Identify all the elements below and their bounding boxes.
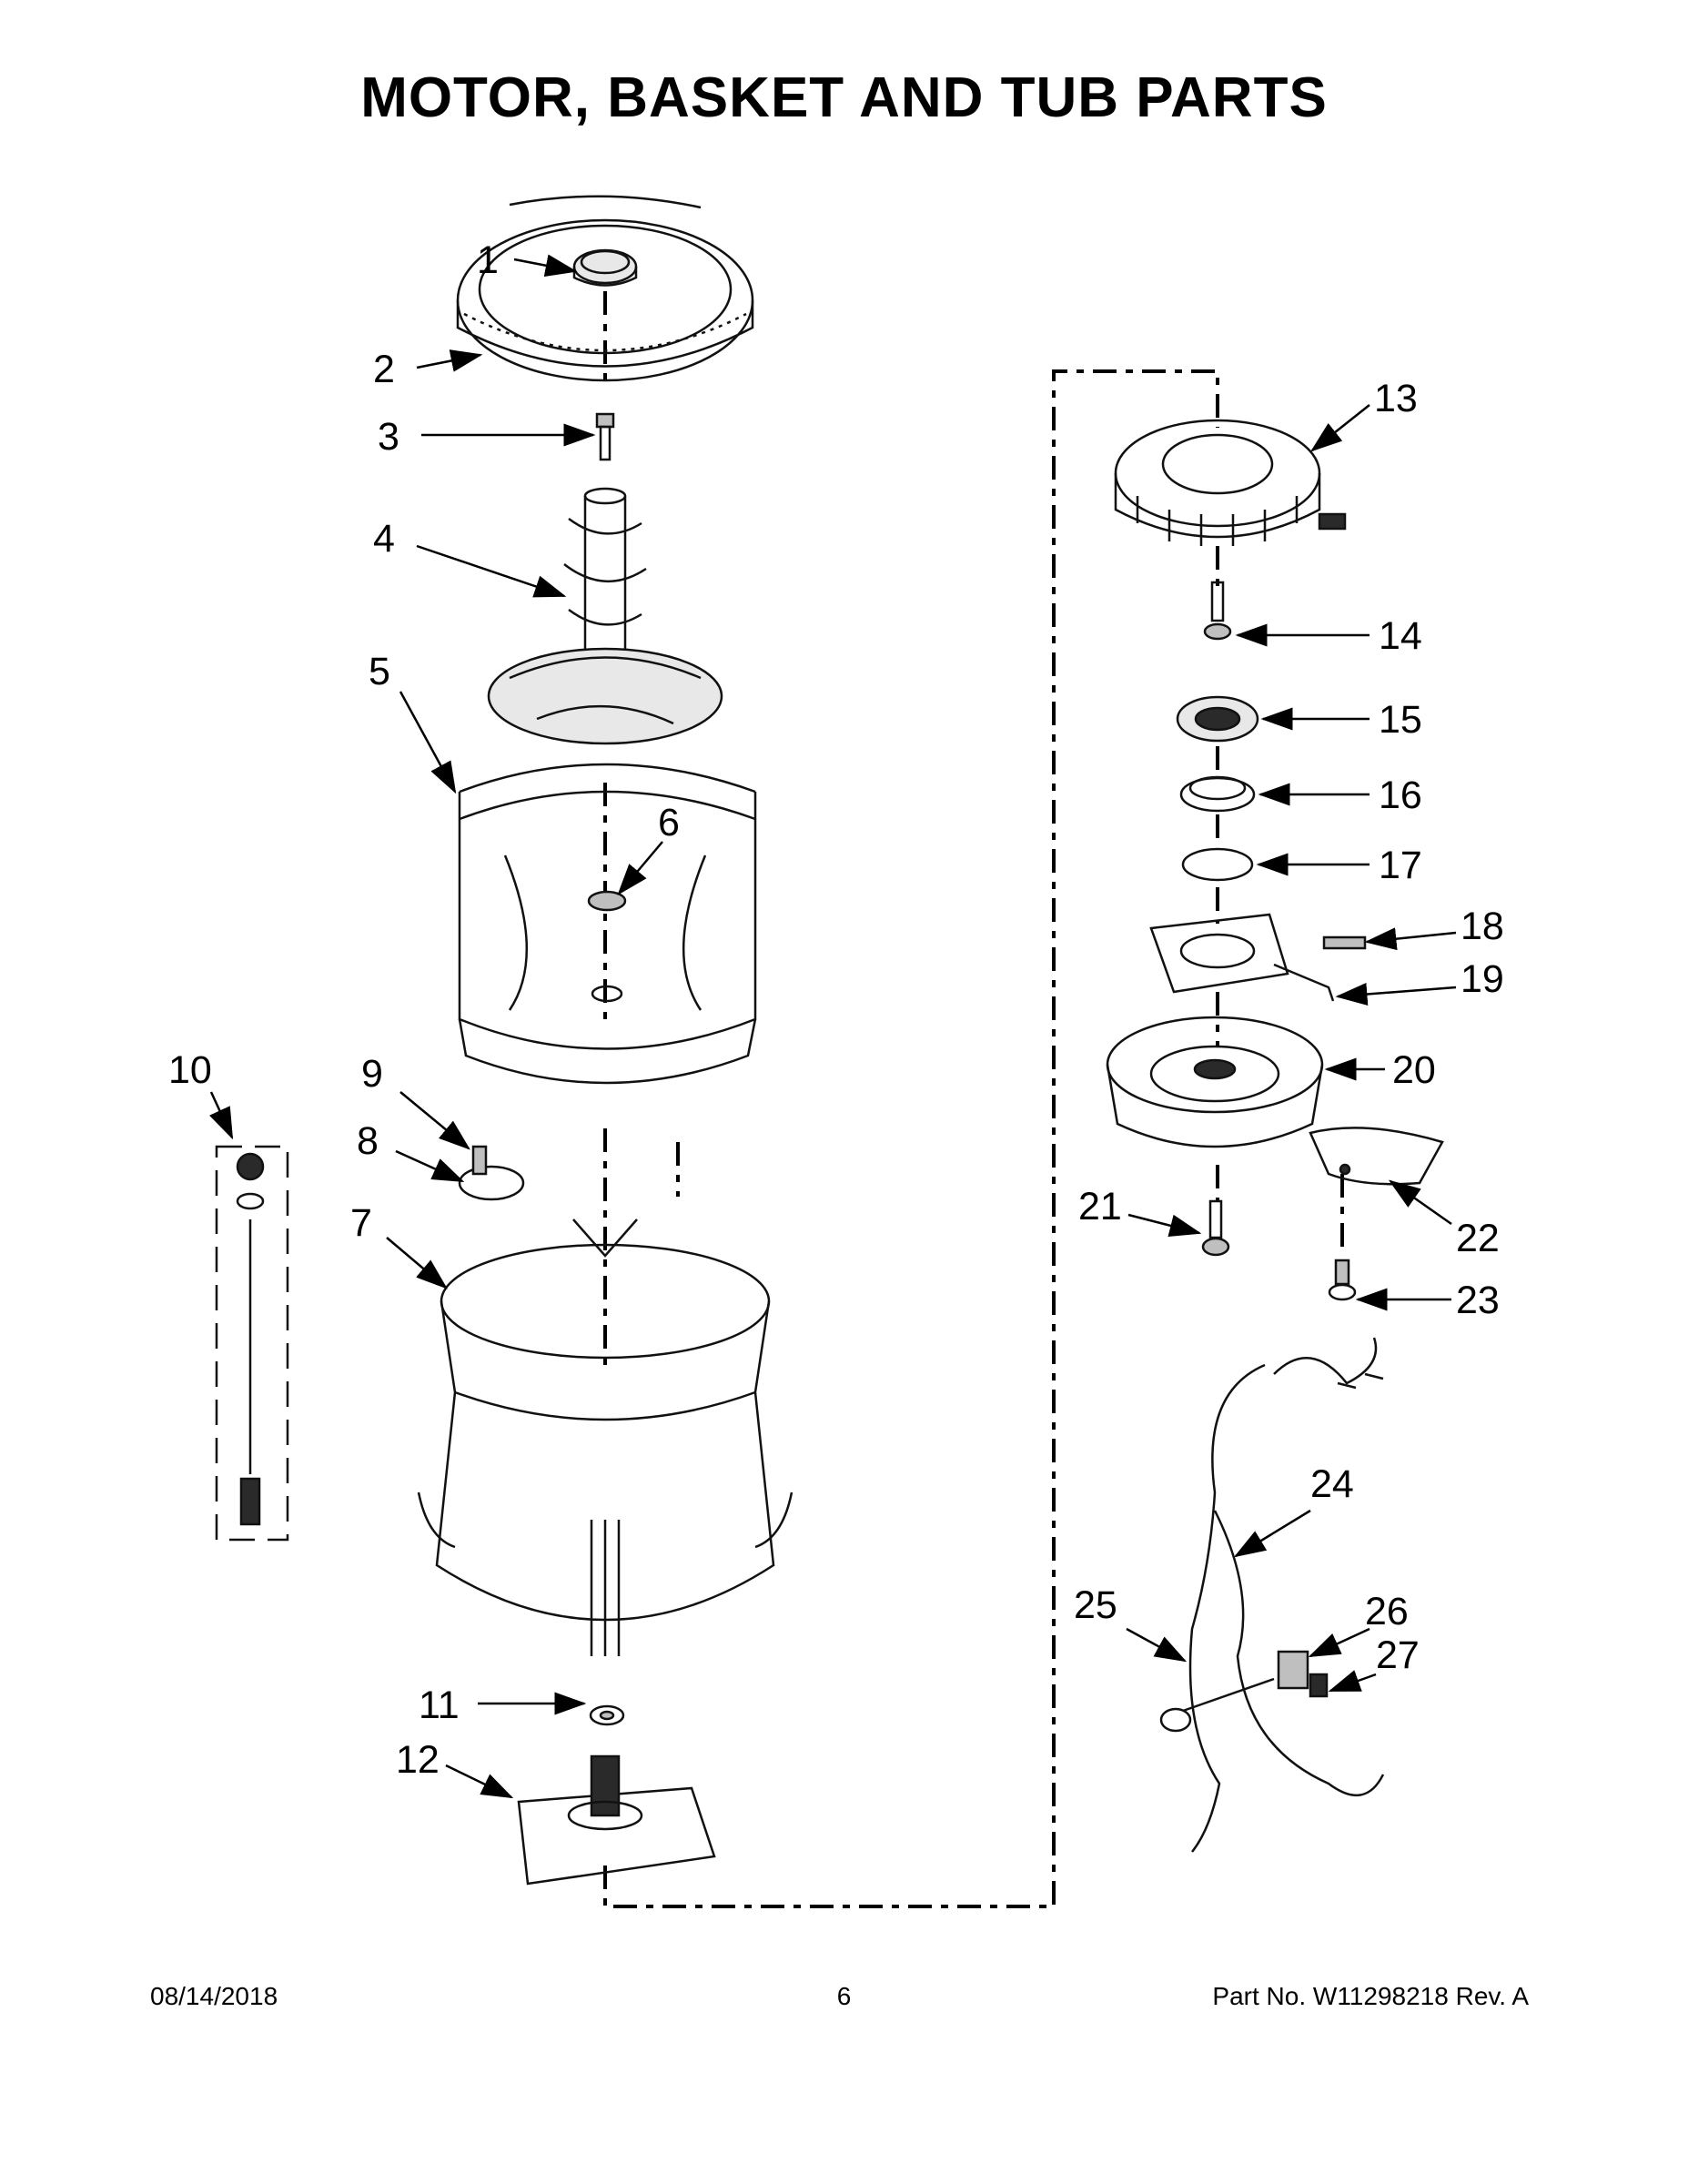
- footer-date: 08/14/2018: [150, 1982, 278, 2010]
- callout-24: 24: [1310, 1462, 1354, 1506]
- rotor: [1106, 1016, 1324, 1148]
- callout-7: 7: [350, 1201, 372, 1245]
- callout-11: 11: [419, 1684, 460, 1727]
- impeller-auger: [563, 487, 647, 655]
- callout-13: 13: [1374, 377, 1418, 420]
- callout-2: 2: [373, 348, 395, 391]
- callout-8: 8: [357, 1119, 379, 1163]
- footer-page-number: 6: [836, 1982, 852, 2010]
- wash-basket: [458, 647, 757, 1085]
- wire-harness: [1159, 1337, 1385, 1853]
- leader-lines: [209, 254, 1457, 1799]
- wire-shield: [1309, 1127, 1444, 1186]
- callout-5: 5: [369, 650, 390, 693]
- tub-cover-screw: [458, 1145, 525, 1201]
- stator-bolt: [1203, 581, 1232, 641]
- callout-labels: 1 2 3 4 5 6 7 8 9 10 11 12 13 14 15 16 1…: [168, 238, 1504, 1782]
- callout-12: 12: [396, 1738, 440, 1782]
- basket-nut: [587, 890, 627, 1003]
- page-title: MOTOR, BASKET AND TUB PARTS: [360, 66, 1328, 129]
- callout-21: 21: [1078, 1185, 1122, 1228]
- bearing: [1176, 695, 1259, 743]
- basket-bolt: [595, 412, 615, 461]
- hub-washer: [589, 1704, 625, 1726]
- callout-22: 22: [1456, 1217, 1500, 1260]
- shield-screw: [1328, 1259, 1357, 1301]
- callout-26: 26: [1365, 1590, 1409, 1633]
- callout-10: 10: [168, 1048, 212, 1092]
- callout-19: 19: [1461, 957, 1504, 1001]
- rotor-bolt: [1201, 1199, 1230, 1257]
- outer-tub: [417, 1218, 793, 1656]
- callout-4: 4: [373, 517, 395, 561]
- callout-23: 23: [1456, 1279, 1500, 1322]
- snap-ring: [1181, 847, 1254, 882]
- footer-part-number: Part No. W11298218 Rev. A: [1212, 1982, 1529, 2010]
- callout-25: 25: [1074, 1583, 1117, 1627]
- basket-cap: [572, 248, 638, 287]
- callout-15: 15: [1379, 698, 1422, 742]
- seal: [1179, 775, 1256, 813]
- bracket-screw: [1322, 935, 1367, 950]
- gearcase-base: [517, 1754, 716, 1886]
- callout-1: 1: [477, 238, 499, 282]
- callout-14: 14: [1379, 614, 1422, 658]
- callout-20: 20: [1392, 1048, 1436, 1092]
- callout-27: 27: [1376, 1633, 1420, 1677]
- rotor-position-bracket: [1149, 913, 1335, 1002]
- callout-18: 18: [1461, 905, 1504, 948]
- callout-9: 9: [361, 1052, 383, 1096]
- suspension-rod: [215, 1145, 289, 1542]
- stator: [1114, 419, 1347, 546]
- callout-3: 3: [378, 415, 399, 459]
- balance-ring: [456, 195, 754, 382]
- callout-16: 16: [1379, 774, 1422, 817]
- callout-6: 6: [658, 801, 680, 844]
- motor-connection-line: [603, 369, 1219, 1908]
- callout-17: 17: [1379, 844, 1422, 887]
